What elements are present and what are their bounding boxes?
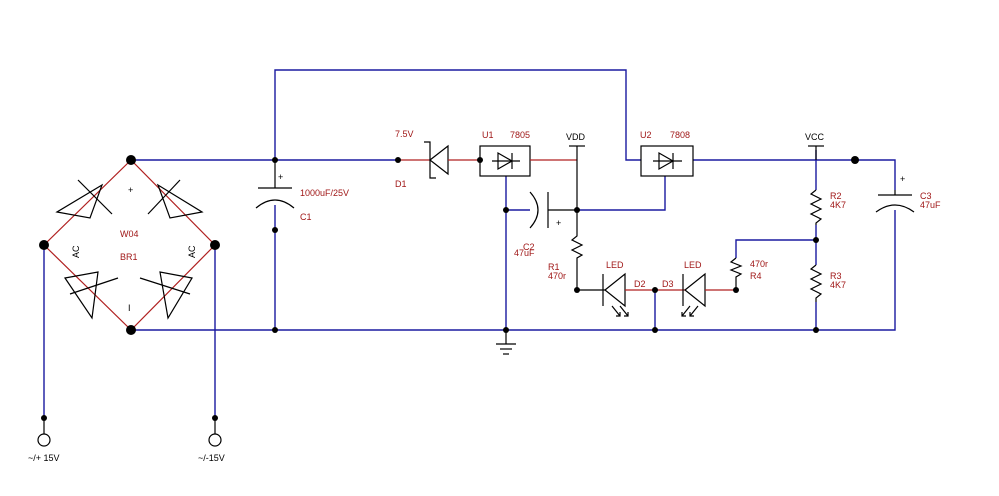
junction-vcc-out — [851, 156, 859, 164]
junction-divider-ground — [813, 327, 819, 333]
d1-ref-label: D1 — [395, 179, 407, 189]
c2-ref-label: C2 — [523, 242, 535, 252]
wires — [43, 69, 896, 418]
vcc-node: VCC — [805, 132, 825, 160]
r3-ref-label: R3 — [830, 271, 842, 281]
vcc-label: VCC — [805, 132, 825, 142]
c3-ref-label: C3 — [920, 191, 932, 201]
junction-led-mid — [652, 287, 658, 293]
wire-top-loop — [274, 69, 641, 161]
bridge-ac-left-label: AC — [71, 245, 81, 258]
junction-bridge-plus — [126, 155, 136, 165]
input-terminal-pos: ~/+ 15V — [28, 418, 60, 463]
r1-ref-label: R1 — [548, 262, 560, 272]
resistor-r3: R3 4K7 — [809, 264, 846, 302]
c2-value-label: 47uF — [514, 248, 535, 258]
led-d2: LED D2 — [602, 260, 655, 317]
bridge-name-label: W04 — [120, 229, 139, 239]
capacitor-c3: + C3 47uF — [875, 174, 941, 213]
bridge-ref-label: BR1 — [120, 252, 138, 262]
bridge-rectifier: + I AC AC W04 BR1 — [43, 159, 216, 331]
regulator-u1: U1 7805 — [479, 130, 577, 177]
bridge-diode-lr — [139, 271, 193, 320]
resistor-r2: R2 4K7 — [809, 189, 846, 225]
junction-dots — [39, 155, 859, 421]
junction-c1-bottom — [272, 227, 278, 233]
led-d3: LED D3 — [655, 260, 736, 317]
bridge-diode-ll — [63, 271, 119, 320]
capacitor-c2: + C2 47uF — [514, 191, 577, 258]
u2-ref-label: U2 — [640, 130, 652, 140]
junction-r1-led — [574, 287, 580, 293]
junction-divider-mid — [813, 237, 819, 243]
d2-value-label: LED — [606, 260, 624, 270]
r2-ref-label: R2 — [830, 191, 842, 201]
junction-bridge-ac-left — [39, 240, 49, 250]
ground-symbol — [496, 330, 516, 355]
bridge-diode-ur — [147, 179, 204, 219]
u1-value-label: 7805 — [510, 130, 530, 140]
c3-plus-label: + — [900, 174, 905, 184]
u2-value-label: 7808 — [670, 130, 690, 140]
junction-d1-in — [395, 157, 401, 163]
wire-ground-rail — [131, 210, 896, 331]
r3-value-label: 4K7 — [830, 280, 846, 290]
d1-value-label: 7.5V — [395, 129, 414, 139]
junction-c1-ground — [272, 327, 278, 333]
c3-value-label: 47uF — [920, 200, 941, 210]
junction-r4-led — [733, 287, 739, 293]
resistor-r1: R1 470r — [548, 210, 605, 291]
junction-input-pos — [41, 415, 47, 421]
d2-ref-label: D2 — [634, 279, 646, 289]
wire-r4-divider — [735, 239, 816, 258]
r1-value-label: 470r — [548, 271, 566, 281]
resistor-r4: 470r R4 — [729, 257, 768, 290]
vdd-node: VDD — [566, 132, 586, 210]
junction-bridge-ac-right — [210, 240, 220, 250]
regulator-u2: U2 7808 — [640, 130, 694, 177]
wire-u2-out — [693, 159, 896, 190]
junction-u1-in — [477, 157, 483, 163]
bridge-ac-right-label: AC — [187, 245, 197, 258]
r4-value-label: 470r — [750, 259, 768, 269]
junction-ground — [503, 327, 509, 333]
capacitor-c1: + 1000uF/25V C1 — [255, 160, 349, 222]
input-terminal-neg: ~/-15V — [198, 418, 225, 463]
junction-led-ground — [652, 327, 658, 333]
junction-u1-gnd — [503, 207, 509, 213]
input-neg-label: ~/-15V — [198, 453, 225, 463]
bridge-minus-label: I — [128, 303, 131, 313]
bridge-plus-label: + — [128, 185, 133, 195]
zener-d1: 7.5V D1 — [395, 129, 480, 189]
r2-value-label: 4K7 — [830, 200, 846, 210]
vdd-label: VDD — [566, 132, 586, 142]
d3-value-label: LED — [684, 260, 702, 270]
junction-c1-top — [272, 157, 278, 163]
u1-ref-label: U1 — [482, 130, 494, 140]
junction-bridge-minus — [126, 325, 136, 335]
c1-ref-label: C1 — [300, 212, 312, 222]
junction-vdd — [574, 207, 580, 213]
d3-ref-label: D3 — [662, 279, 674, 289]
c1-value-label: 1000uF/25V — [300, 188, 349, 198]
c1-plus-label: + — [278, 172, 283, 182]
r4-ref-label: R4 — [750, 271, 762, 281]
wire-vdd-u2 — [577, 176, 666, 211]
bridge-diode-ul — [55, 179, 113, 219]
input-pos-label: ~/+ 15V — [28, 453, 60, 463]
junction-input-neg — [212, 415, 218, 421]
c2-plus-label: + — [556, 218, 561, 228]
